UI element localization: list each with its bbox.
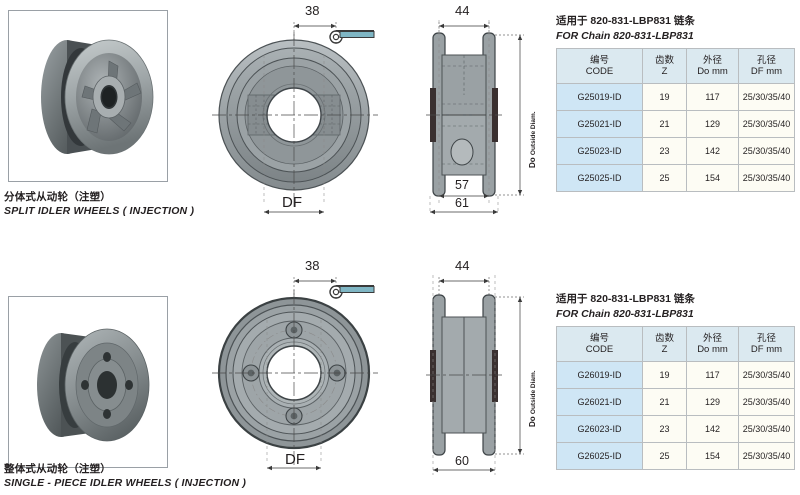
- spec-table-split-wrap: 适用于 820-831-LBP831 链条 FOR Chain 820-831-…: [556, 14, 795, 193]
- spec-table-single: 编号 CODE 齿数 Z 外径 Do mm 孔径: [556, 326, 795, 471]
- caption-split: 分体式从动轮（注塑） SPLIT IDLER WHEELS ( INJECTIO…: [4, 190, 304, 218]
- cell-code: G26019-ID: [556, 361, 643, 390]
- drawing-split: 38 44 DF 57 61 Do Outside Diam.: [190, 0, 540, 245]
- col-header-bore: 孔径 DF mm: [738, 48, 795, 85]
- cell-code: G26023-ID: [556, 415, 643, 444]
- table-row: G26019-ID 19 117 25/30/35/40: [556, 361, 795, 390]
- table-header-row: 编号 CODE 齿数 Z 外径 Do mm 孔径: [556, 326, 795, 363]
- front-view-split: [212, 32, 378, 208]
- single-wheel-technical-drawing: [212, 275, 524, 475]
- spec-table-split-title: 适用于 820-831-LBP831 链条 FOR Chain 820-831-…: [556, 14, 794, 43]
- caption-single: 整体式从动轮（注塑） SINGLE - PIECE IDLER WHEELS (…: [4, 462, 304, 490]
- dim-bore-single: DF: [285, 451, 305, 468]
- cell-teeth: 23: [642, 137, 687, 166]
- cell-bore: 25/30/35/40: [738, 137, 795, 166]
- cell-outside-diameter: 142: [686, 415, 739, 444]
- section-view-single: [426, 275, 502, 475]
- table-header-row: 编号 CODE 齿数 Z 外径 Do mm 孔径: [556, 48, 795, 85]
- cell-teeth: 23: [642, 415, 687, 444]
- caption-single-cn: 整体式从动轮（注塑）: [4, 463, 111, 475]
- col-header-code: 编号 CODE: [556, 326, 643, 363]
- cell-code: G25021-ID: [556, 110, 643, 139]
- cell-outside-diameter: 154: [686, 164, 739, 193]
- spec-table-single-title: 适用于 820-831-LBP831 链条 FOR Chain 820-831-…: [556, 292, 794, 321]
- cell-code: G25025-ID: [556, 164, 643, 193]
- key-pin-symbol: [329, 29, 375, 44]
- section-split-idler-wheels: 分体式从动轮（注塑） SPLIT IDLER WHEELS ( INJECTIO…: [0, 0, 800, 245]
- cell-bore: 25/30/35/40: [738, 83, 795, 112]
- key-pin-symbol: [329, 284, 375, 299]
- cell-bore: 25/30/35/40: [738, 415, 795, 444]
- spec-title-cn-split: 适用于 820-831-LBP831 链条: [556, 15, 695, 27]
- caption-single-en: SINGLE - PIECE IDLER WHEELS ( INJECTION …: [4, 477, 247, 490]
- dim-side-outer-split: 61: [455, 196, 469, 210]
- dim-outside-diameter-single: Do Outside Diam.: [528, 370, 537, 427]
- cell-teeth: 21: [642, 388, 687, 417]
- cell-teeth: 21: [642, 110, 687, 139]
- dim-side-outer-single: 60: [455, 454, 469, 468]
- product-photo-split: [8, 10, 168, 182]
- cell-outside-diameter: 117: [686, 83, 739, 112]
- cell-code: G26025-ID: [556, 442, 643, 471]
- cell-bore: 25/30/35/40: [738, 164, 795, 193]
- dim-front-width-split: 38: [305, 3, 320, 18]
- caption-split-en: SPLIT IDLER WHEELS ( INJECTION ): [4, 205, 195, 218]
- col-header-bore: 孔径 DF mm: [738, 326, 795, 363]
- drawing-single: 38 44 DF 60 Do Outside Diam.: [190, 258, 540, 490]
- cell-bore: 25/30/35/40: [738, 442, 795, 471]
- table-row: G25025-ID 25 154 25/30/35/40: [556, 164, 795, 193]
- section-view-split: [426, 20, 502, 214]
- cell-outside-diameter: 142: [686, 137, 739, 166]
- cell-teeth: 19: [642, 361, 687, 390]
- spec-title-en-split: FOR Chain 820-831-LBP831: [556, 29, 694, 42]
- table-row: G26023-ID 23 142 25/30/35/40: [556, 415, 795, 444]
- dim-side-inner-split: 57: [455, 178, 469, 192]
- col-header-teeth: 齿数 Z: [642, 48, 687, 85]
- cell-bore: 25/30/35/40: [738, 361, 795, 390]
- cell-outside-diameter: 154: [686, 442, 739, 471]
- table-row: G26021-ID 21 129 25/30/35/40: [556, 388, 795, 417]
- table-row: G25023-ID 23 142 25/30/35/40: [556, 137, 795, 166]
- cell-code: G26021-ID: [556, 388, 643, 417]
- cell-outside-diameter: 117: [686, 361, 739, 390]
- dim-side-top-split: 44: [455, 3, 470, 18]
- caption-split-cn: 分体式从动轮（注塑）: [4, 191, 111, 203]
- col-header-outside-diameter: 外径 Do mm: [686, 326, 739, 363]
- cell-bore: 25/30/35/40: [738, 388, 795, 417]
- table-row: G25021-ID 21 129 25/30/35/40: [556, 110, 795, 139]
- split-wheel-technical-drawing: [212, 20, 524, 215]
- cell-code: G25023-ID: [556, 137, 643, 166]
- spec-table-split: 编号 CODE 齿数 Z 外径 Do mm 孔径: [556, 48, 795, 193]
- cell-bore: 25/30/35/40: [738, 110, 795, 139]
- cell-outside-diameter: 129: [686, 110, 739, 139]
- spec-title-cn-single: 适用于 820-831-LBP831 链条: [556, 293, 695, 305]
- single-piece-idler-wheel-illustration: [37, 328, 150, 442]
- spec-title-en-single: FOR Chain 820-831-LBP831: [556, 307, 694, 320]
- dim-side-top-single: 44: [455, 258, 470, 273]
- col-header-teeth: 齿数 Z: [642, 326, 687, 363]
- cell-code: G25019-ID: [556, 83, 643, 112]
- col-header-code: 编号 CODE: [556, 48, 643, 85]
- dim-bore-split: DF: [282, 194, 302, 211]
- table-row: G26025-ID 25 154 25/30/35/40: [556, 442, 795, 471]
- section-single-piece-idler-wheels: 整体式从动轮（注塑） SINGLE - PIECE IDLER WHEELS (…: [0, 245, 800, 490]
- dim-front-width-single: 38: [305, 258, 320, 273]
- table-row: G25019-ID 19 117 25/30/35/40: [556, 83, 795, 112]
- dim-outside-diameter-split: Do Outside Diam.: [528, 111, 537, 168]
- cell-teeth: 25: [642, 442, 687, 471]
- cell-teeth: 25: [642, 164, 687, 193]
- split-idler-wheel-illustration: [41, 39, 154, 155]
- product-photo-single: [8, 296, 168, 468]
- col-header-outside-diameter: 外径 Do mm: [686, 48, 739, 85]
- front-view-single: [212, 290, 378, 465]
- cell-teeth: 19: [642, 83, 687, 112]
- spec-table-single-wrap: 适用于 820-831-LBP831 链条 FOR Chain 820-831-…: [556, 292, 795, 471]
- cell-outside-diameter: 129: [686, 388, 739, 417]
